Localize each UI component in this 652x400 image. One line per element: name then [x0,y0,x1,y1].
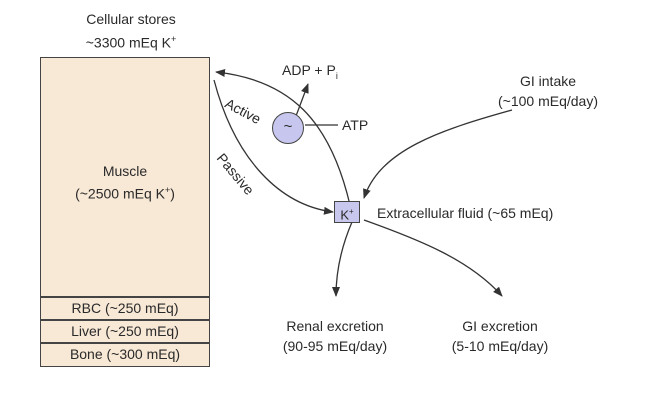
gi-excretion-arrow [363,219,503,297]
active-transport-arrow [215,68,351,206]
gi-excretion-amount: (5-10 mEq/day) [451,338,549,354]
bone-store: Bone (~300 mEq) [40,343,210,367]
passive-transport-arrow [213,79,334,215]
muscle-box: Muscle (~2500 mEq K+) [40,57,210,297]
muscle-label: Muscle [102,163,148,179]
rbc-store: RBC (~250 mEq) [40,297,210,320]
gi-intake-arrow [363,109,513,199]
renal-excretion-label: Renal excretion [286,318,384,334]
cellular-stores-title: Cellular stores [86,11,176,27]
adp-arrow [295,83,309,117]
extracellular-fluid-label: Extracellular fluid (~65 mEq) [377,205,554,221]
gi-intake-amount: (~100 mEq/day) [498,93,598,109]
muscle-amount: (~2500 mEq K+) [75,185,175,202]
cellular-stores-amount: ~3300 mEq K+ [85,34,177,51]
gi-intake-label: GI intake [519,73,577,89]
atpase-pump: ~ [272,112,304,144]
renal-excretion-arrow [332,221,353,297]
adp-pi-label: ADP + Pi [282,62,338,81]
gi-excretion-label: GI excretion [462,318,538,334]
k-plus-box: K+ [334,201,360,223]
renal-excretion-amount: (90-95 mEq/day) [282,338,388,354]
atp-label: ATP [342,117,369,133]
liver-store: Liver (~250 mEq) [40,320,210,343]
